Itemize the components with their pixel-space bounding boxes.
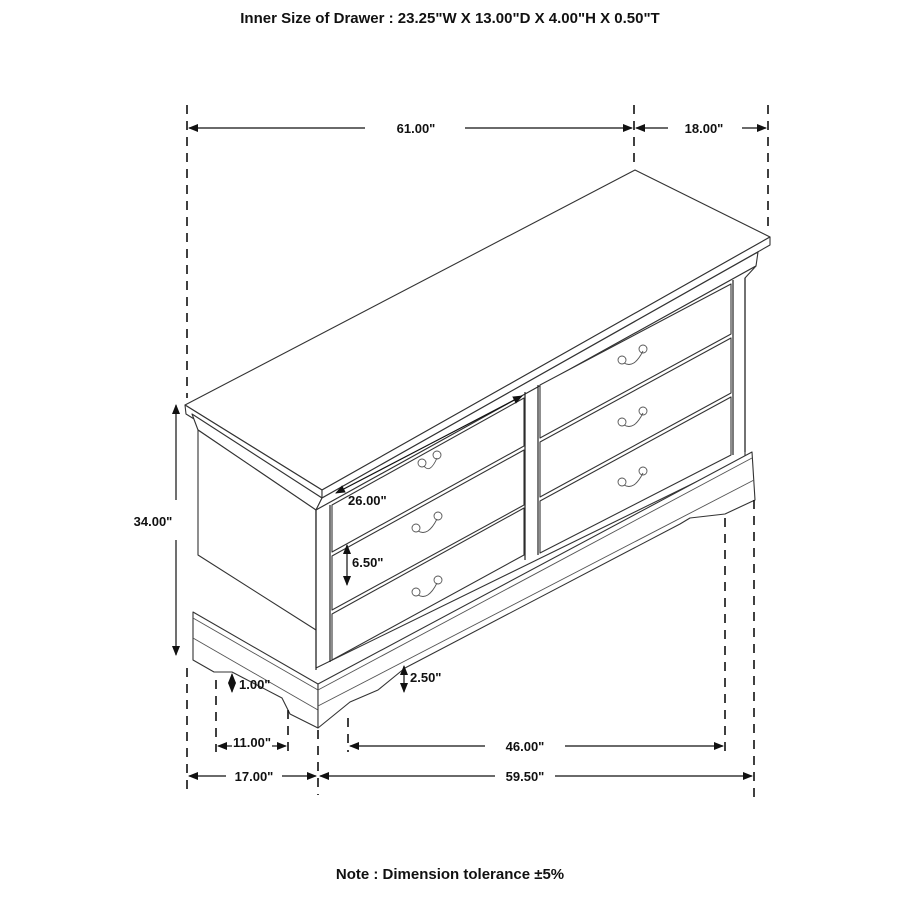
dimension-lines xyxy=(172,105,769,798)
dim-front-base-width: 59.50" xyxy=(506,769,545,784)
dim-overall-depth: 18.00" xyxy=(685,121,724,136)
dim-side-clearance: 1.00" xyxy=(239,677,270,692)
drawer-left-3 xyxy=(331,507,525,661)
pull-icon xyxy=(617,466,648,487)
dim-side-leg-span: 11.00" xyxy=(233,735,271,750)
dim-front-clearance: 2.50" xyxy=(410,670,441,685)
base-side xyxy=(192,611,319,729)
tolerance-note: Note : Dimension tolerance ±5% xyxy=(335,866,565,883)
dim-front-leg-span: 46.00" xyxy=(506,739,545,754)
drawer-right-1 xyxy=(539,283,732,439)
dimension-labels: 61.00" 18.00" 34.00" 26.00" 6.50" 1.00" … xyxy=(134,121,724,784)
pull-icon xyxy=(417,450,442,470)
left-drawer-column xyxy=(331,397,525,661)
dim-overall-width: 61.00" xyxy=(397,121,436,136)
dim-overall-height: 34.00" xyxy=(134,514,173,529)
dresser xyxy=(184,169,771,729)
drawer-right-3 xyxy=(539,396,732,554)
dim-drawer-height: 6.50" xyxy=(352,555,383,570)
pull-icon xyxy=(617,344,648,365)
pull-icon xyxy=(411,575,443,597)
dim-drawer-width: 26.00" xyxy=(348,493,387,508)
drawer-left-2 xyxy=(331,449,525,611)
drawer-pulls xyxy=(411,344,648,597)
pull-icon xyxy=(411,511,443,533)
pull-icon xyxy=(617,406,648,427)
drawer-inner-size-title: Inner Size of Drawer : 23.25"W X 13.00"D… xyxy=(240,10,660,27)
drawer-left-1 xyxy=(331,397,525,553)
right-drawer-column xyxy=(539,283,732,554)
drawer-right-2 xyxy=(539,337,732,498)
base-front xyxy=(317,451,756,729)
dim-side-base-depth: 17.00" xyxy=(235,769,274,784)
